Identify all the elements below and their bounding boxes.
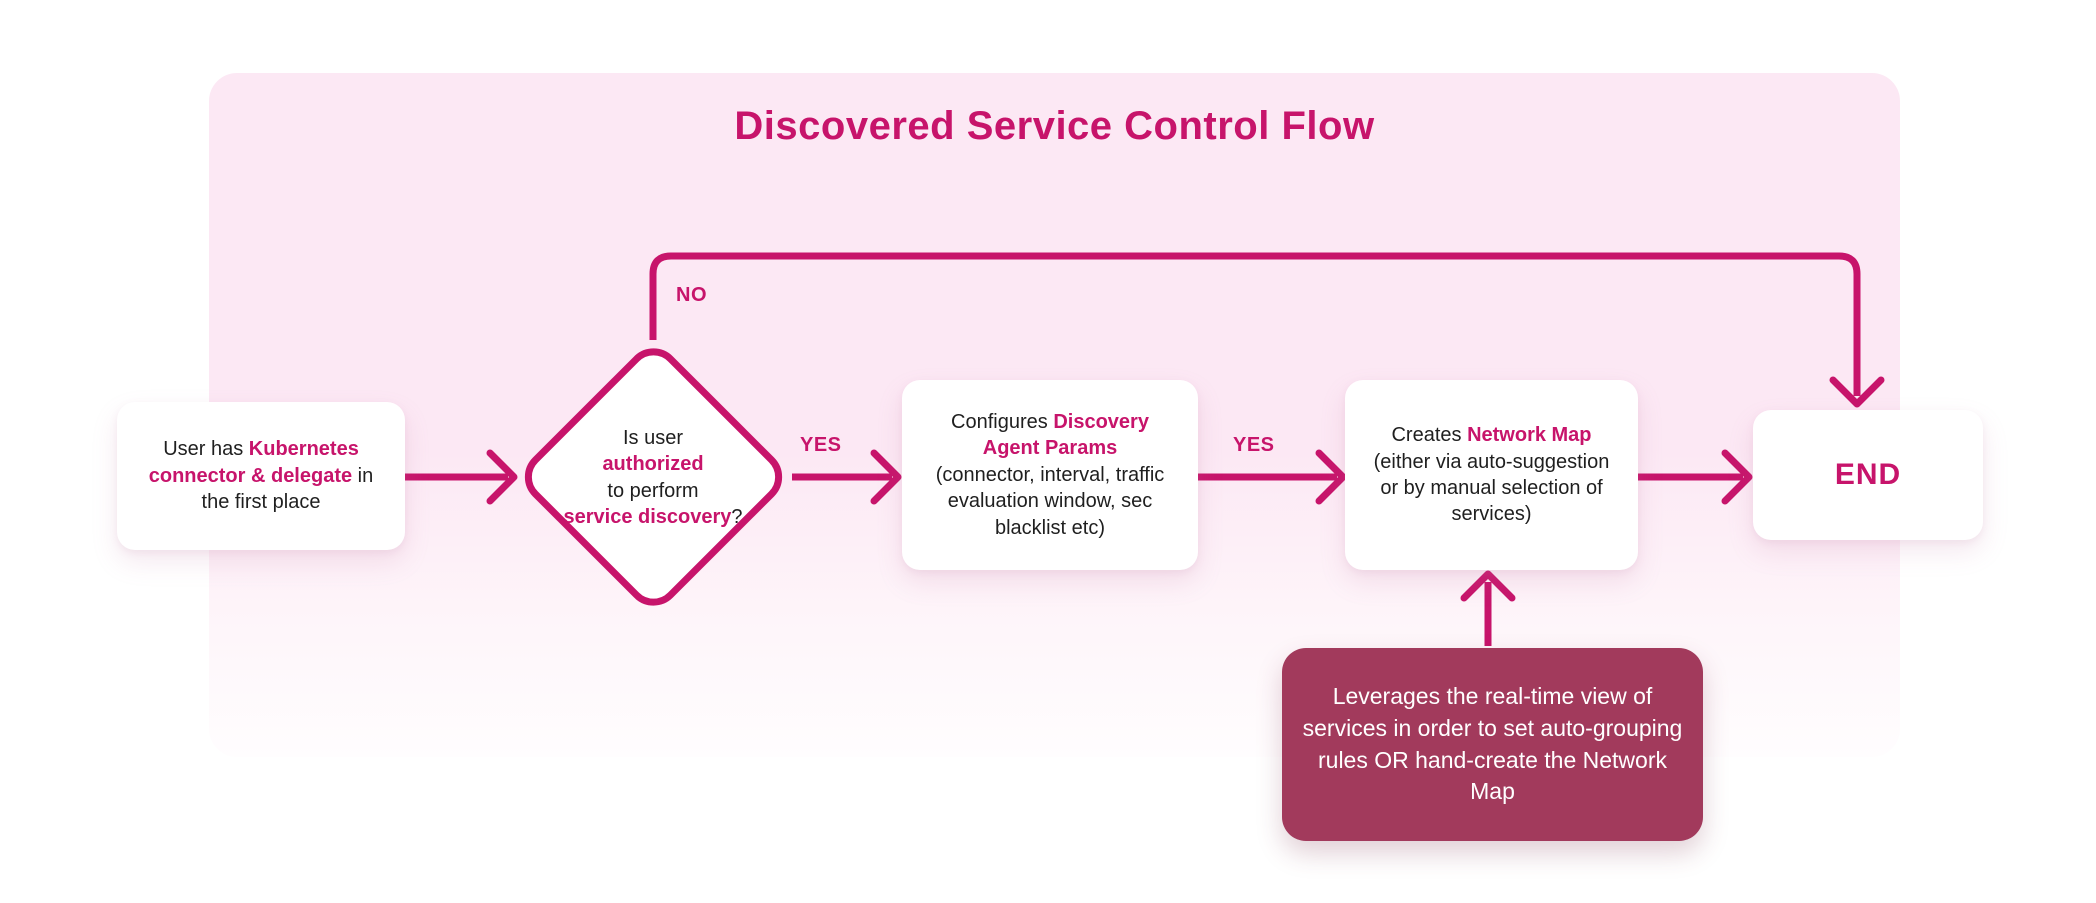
- node-configure-text: Configures Discovery Agent Params (conne…: [902, 409, 1198, 541]
- node-start-text: User has Kubernetes connector & delegate…: [148, 438, 374, 514]
- diagram-title: Discovered Service Control Flow: [734, 104, 1375, 148]
- edge-label-no: NO: [676, 284, 707, 306]
- edge-label-yes-2: YES: [1233, 434, 1275, 456]
- node-start-kubernetes-connector: User has Kubernetes connector & delegate…: [117, 402, 405, 550]
- decision-accent-service-discovery: service discovery: [563, 505, 732, 528]
- create-accent-text: Network Map: [1467, 424, 1592, 447]
- edge-label-yes-1: YES: [800, 434, 842, 456]
- note-leverages-realtime-view: Leverages the real-time view of services…: [1282, 648, 1703, 841]
- decision-accent-authorized: authorized: [602, 453, 704, 476]
- configure-accent-text: Discovery Agent Params: [982, 411, 1149, 460]
- decision-node-text: Is user authorized to perform service di…: [563, 426, 743, 528]
- node-end: END: [1753, 410, 1983, 540]
- end-label: END: [1834, 458, 1902, 492]
- node-configure-discovery-agent: Configures Discovery Agent Params (conne…: [902, 380, 1198, 570]
- create-detail-text: (either via auto-suggestion or by manual…: [1373, 450, 1610, 526]
- note-text: Leverages the real-time view of services…: [1302, 683, 1683, 805]
- node-create-network-map: Creates Network Map (either via auto-sug…: [1345, 380, 1638, 570]
- configure-detail-text: (connector, interval, traffic evaluation…: [935, 463, 1165, 539]
- node-create-text: Creates Network Map (either via auto-sug…: [1345, 422, 1638, 528]
- start-accent-text: Kubernetes connector & delegate: [148, 438, 359, 487]
